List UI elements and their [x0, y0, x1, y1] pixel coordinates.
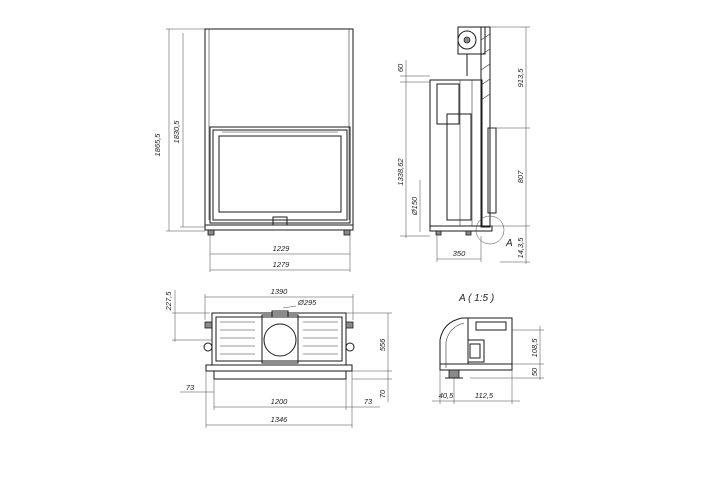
side-body [429, 79, 483, 227]
flue-outlet [263, 323, 297, 357]
dim-width-outer: 1279 [273, 260, 291, 269]
foot-left [207, 229, 215, 236]
detail-foot [448, 369, 460, 379]
top-view: Ø295 1390 227,5 556 70 73 [164, 287, 392, 428]
dim-side-top: 60 [396, 63, 405, 72]
detail-title: A ( 1:5 ) [458, 293, 494, 304]
foot-right [343, 229, 351, 236]
rear-column [480, 26, 491, 228]
dim-side-upper: 913,5 [516, 68, 525, 88]
dim-side-height: 1338,62 [396, 158, 405, 186]
dim-flue-diameter: Ø295 [297, 298, 317, 307]
door-handle [272, 216, 288, 226]
top-tab-left [204, 321, 213, 329]
dim-width-inner: 1229 [273, 244, 291, 253]
top-front-bar [213, 370, 347, 380]
dim-top-front: 70 [378, 389, 387, 398]
front-base [204, 224, 354, 231]
dim-width-mid: 1200 [271, 397, 289, 406]
dim-flue: Ø150 [410, 196, 419, 216]
detail-view: A ( 1:5 ) 108,5 50 40,5 112,5 [432, 293, 544, 404]
detail-marker-a: A [505, 238, 513, 249]
dim-top-width: 1390 [271, 287, 289, 296]
dim-detail-left: 40,5 [439, 391, 454, 400]
dim-side-base: 14,3,5 [516, 237, 525, 259]
dim-side-depth: 350 [453, 249, 466, 258]
door-frame [209, 126, 351, 224]
detail-body [467, 317, 513, 365]
top-tab-right [345, 321, 354, 329]
dim-width-bottom: 1346 [271, 415, 289, 424]
dim-gap-right: 73 [364, 397, 373, 406]
dim-gap-left: 73 [186, 383, 195, 392]
dim-side-lower: 807 [516, 170, 525, 183]
dim-height-inner: 1830,5 [172, 120, 181, 144]
dim-detail-height: 108,5 [530, 338, 539, 358]
door-glass [218, 135, 342, 213]
dim-top-offset: 227,5 [164, 291, 173, 312]
front-view: 1865,5 1830,5 1229 1279 [153, 28, 354, 272]
dim-detail-right: 112,5 [475, 391, 494, 400]
dim-top-depth: 556 [378, 338, 387, 351]
detail-circle-a [475, 215, 505, 245]
dim-height-total: 1865,5 [153, 133, 162, 157]
dim-detail-small: 50 [530, 367, 539, 376]
side-view: A 60 1338,62 Ø150 913,5 807 14,3,5 350 [396, 26, 530, 264]
